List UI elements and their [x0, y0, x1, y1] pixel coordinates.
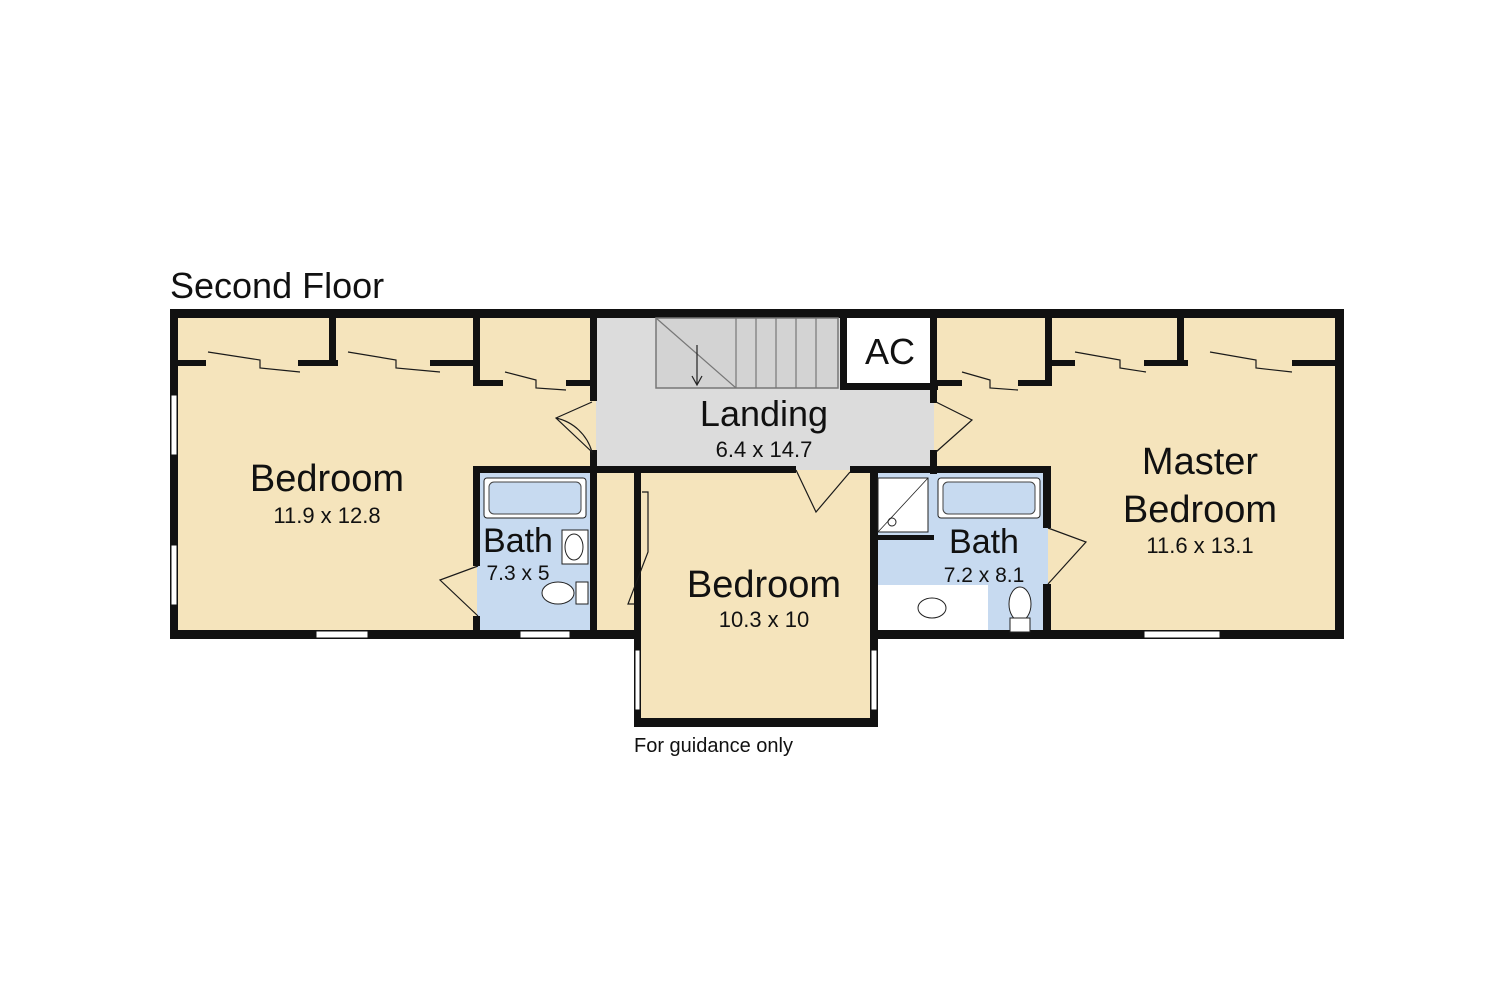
walls — [170, 309, 1344, 727]
shower-icon — [877, 477, 929, 533]
bedroom-center-dims: 10.3 x 10 — [719, 607, 810, 632]
bathtub-left-icon — [483, 477, 587, 519]
bedroom-left-name: Bedroom — [250, 458, 404, 500]
toilet-right-icon — [1008, 586, 1032, 633]
landing-dims: 6.4 x 14.7 — [716, 437, 813, 462]
master-bedroom-name-line2: Bedroom — [1123, 489, 1277, 531]
sink-left-icon — [561, 529, 589, 565]
bath-left-dims: 7.3 x 5 — [486, 562, 549, 585]
bath-right-dims: 7.2 x 8.1 — [944, 564, 1025, 587]
stairs-area — [656, 318, 838, 388]
disclaimer-text: For guidance only — [634, 735, 793, 757]
bathtub-right-icon — [937, 477, 1041, 519]
bedroom-left-dims: 11.9 x 12.8 — [273, 503, 380, 528]
stairs — [655, 317, 839, 389]
sink-right-icon — [917, 597, 947, 619]
windows — [170, 394, 1221, 711]
master-bedroom-name-line1: Master — [1142, 441, 1258, 483]
bedroom-center-name: Bedroom — [687, 564, 841, 606]
bedroom-center-area — [640, 470, 874, 722]
swing-doors — [438, 401, 1088, 617]
wardrobe-sliding-doors — [207, 351, 1293, 391]
bath-left-name: Bath — [483, 522, 553, 560]
bath-right-name: Bath — [949, 523, 1019, 561]
passage-closet-area — [596, 470, 640, 635]
ac-label: AC — [865, 331, 915, 372]
toilet-left-icon — [541, 581, 589, 605]
floor-title: Second Floor — [170, 265, 384, 306]
ac-closet-area — [844, 318, 932, 386]
master-bedroom-dims: 11.6 x 13.1 — [1146, 533, 1253, 558]
landing-name: Landing — [700, 393, 828, 434]
